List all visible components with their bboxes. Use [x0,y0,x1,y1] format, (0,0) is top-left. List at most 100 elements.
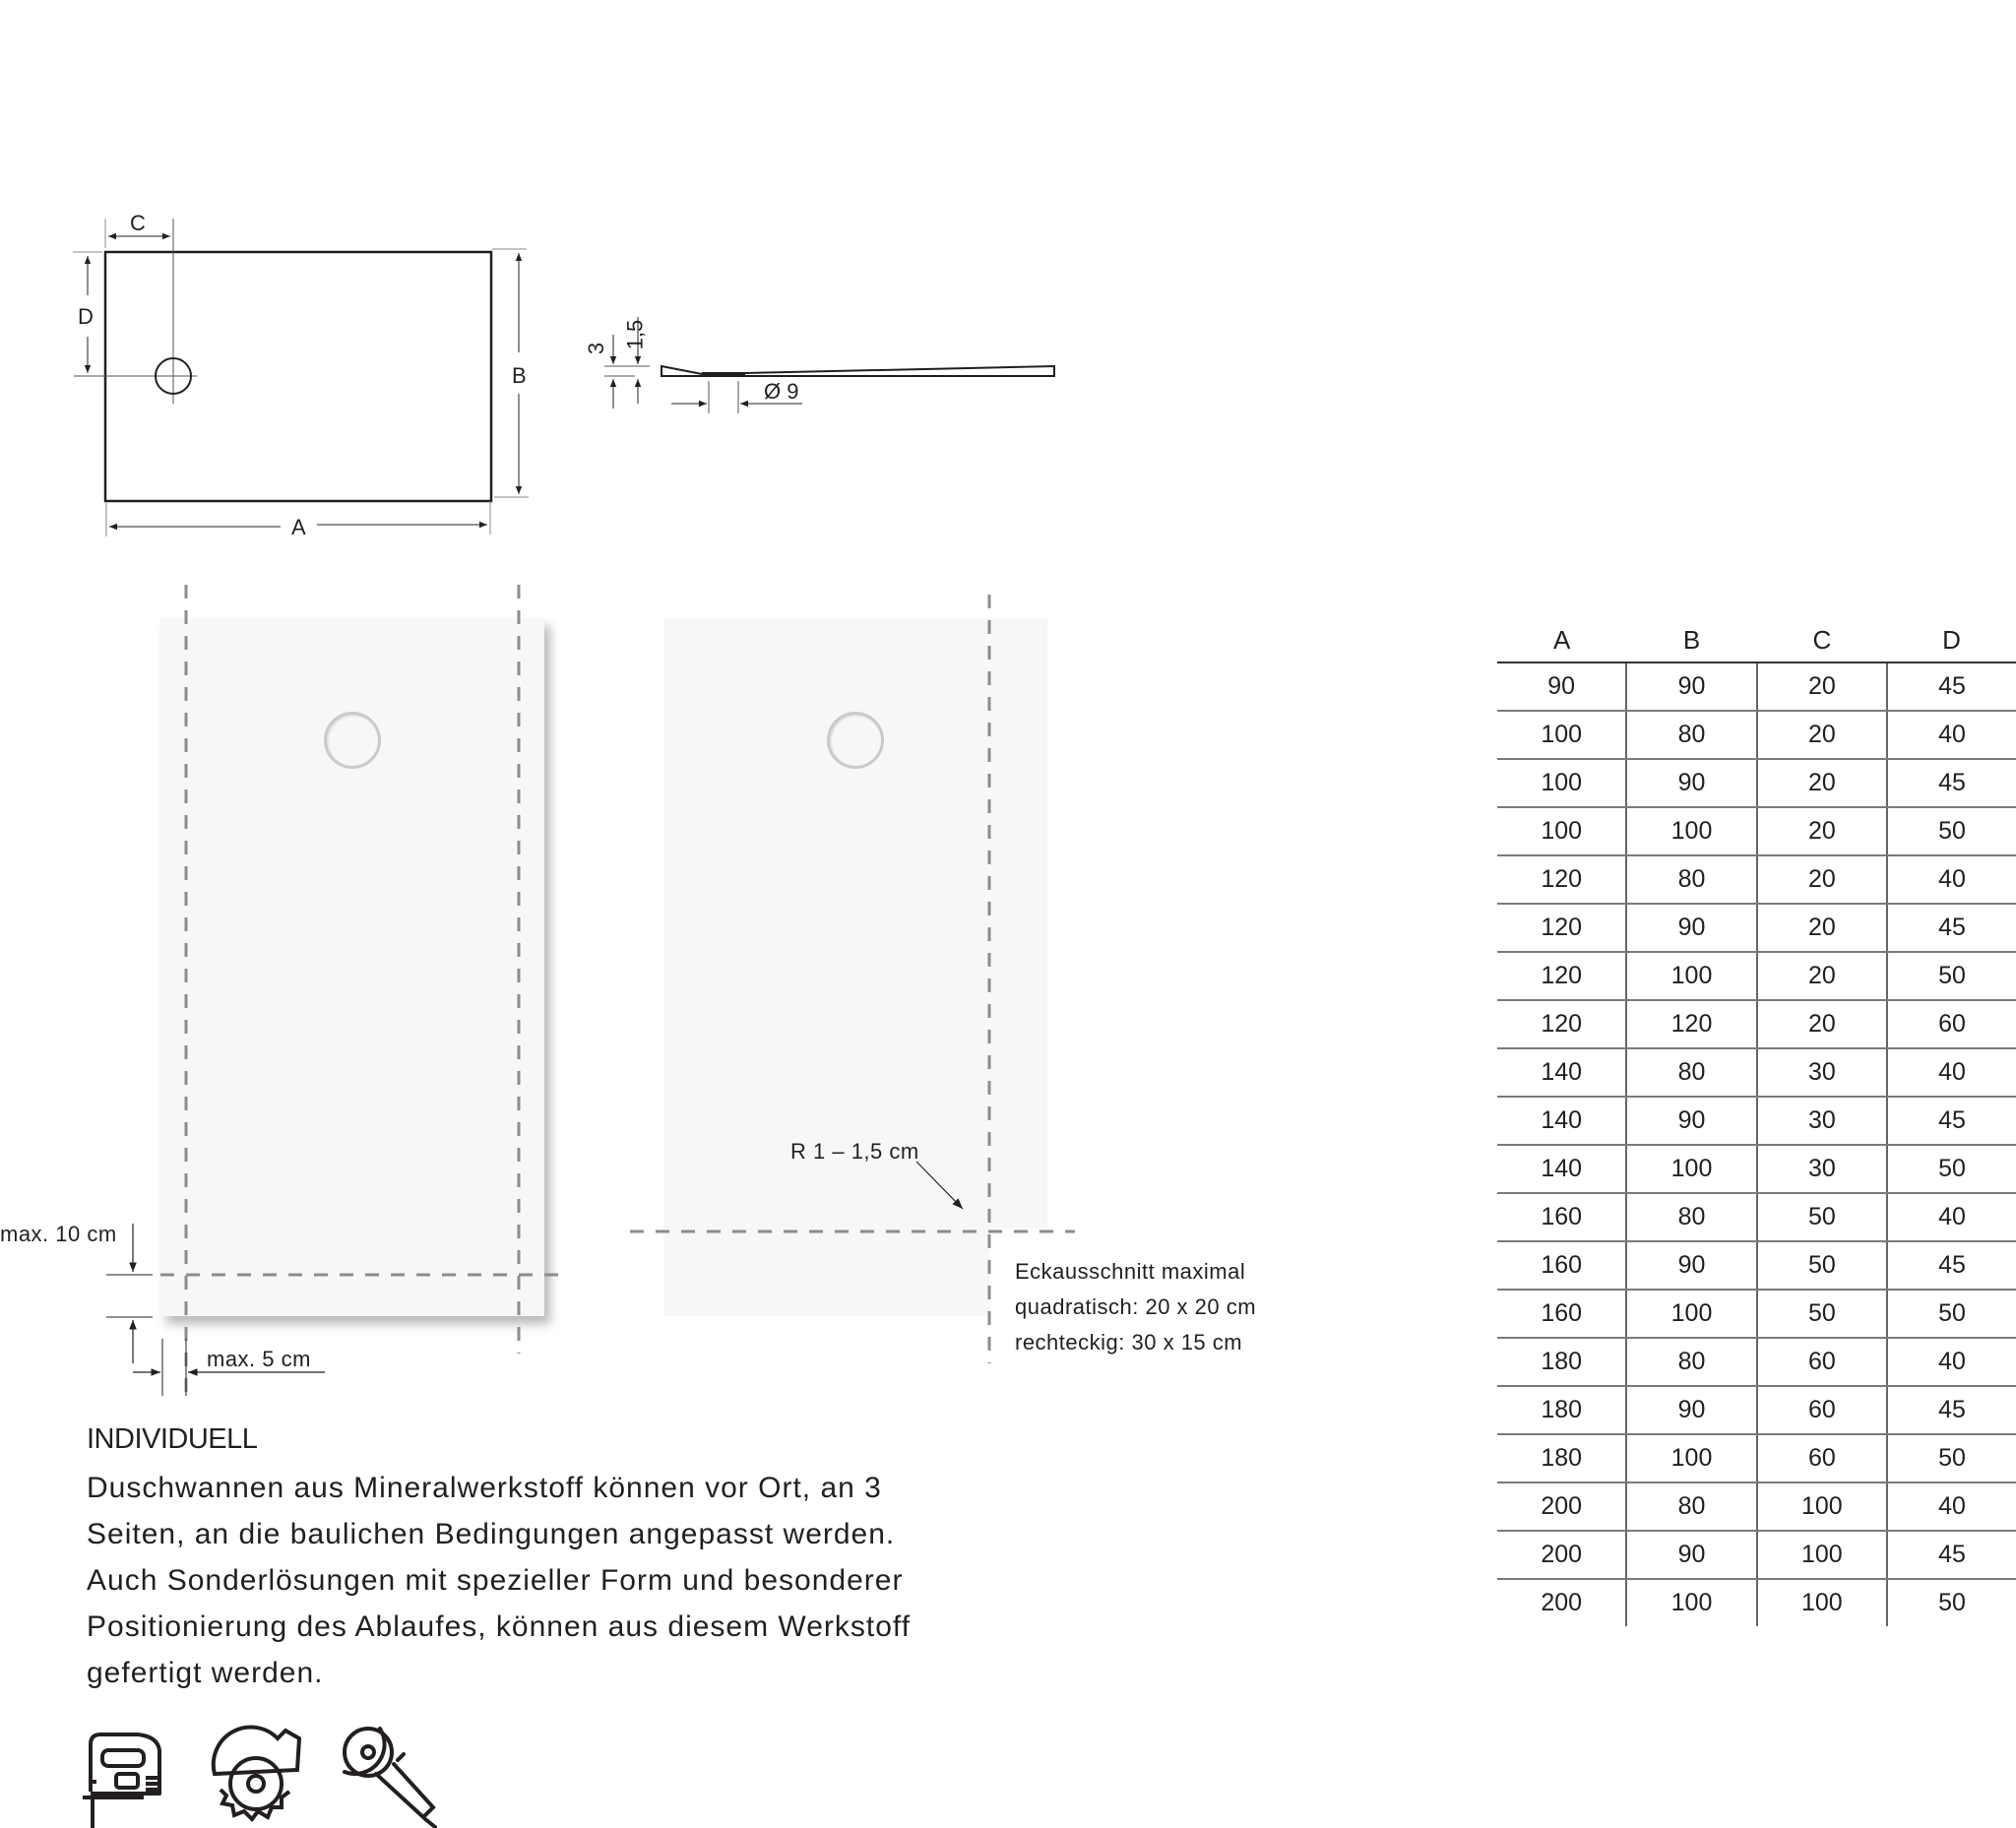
drain-icon [324,712,381,769]
table-cell: 60 [1756,1338,1889,1387]
column-header-c: C [1756,618,1888,663]
tool-icons [79,1723,472,1828]
table-cell: 20 [1756,855,1889,905]
table-cell: 100 [1626,1290,1758,1339]
panel-2-cut-lines [630,595,1075,1363]
table-cell: 40 [1887,1482,2016,1532]
corner-cut-note: Eckausschnitt maximal quadratisch: 20 x … [1015,1254,1256,1360]
table-cell: 100 [1497,759,1628,808]
column-header-a: A [1497,618,1627,663]
table-cell: 45 [1887,759,2016,808]
table-cell: 90 [1626,1097,1758,1146]
section-view-lines [604,317,1055,413]
table-cell: 20 [1756,759,1889,808]
table-cell: 50 [1887,1290,2016,1339]
table-cell: 45 [1887,1531,2016,1580]
table-cell: 40 [1887,1338,2016,1387]
table-cell: 20 [1756,1000,1889,1049]
table-cell: 120 [1497,1000,1628,1049]
section-view-drawing: 3 1,5 Ø 9 [0,0,1083,443]
table-cell: 100 [1497,807,1628,856]
table-cell: 30 [1756,1145,1889,1194]
table-cell: 200 [1497,1482,1628,1532]
table-cell: 20 [1756,711,1889,760]
table-cell: 45 [1887,1241,2016,1291]
table-cell: 120 [1497,855,1628,905]
table-cell: 180 [1497,1434,1628,1483]
circular-saw-icon [211,1725,302,1823]
table-cell: 40 [1887,1193,2016,1242]
max-side-cut-label: max. 5 cm [207,1347,311,1371]
max-bottom-cut-label: max. 10 cm [0,1222,117,1246]
table-cell: 80 [1626,1048,1758,1098]
table-cell: 200 [1497,1579,1628,1626]
dimension-label-a: A [291,515,306,539]
corner-cut-note-line2: quadratisch: 20 x 20 cm [1015,1294,1257,1319]
table-cell: 90 [1497,662,1628,712]
table-cell: 120 [1626,1000,1758,1049]
plan-view-drawing: C D B A [0,0,591,551]
table-cell: 140 [1497,1048,1628,1098]
table-cell: 20 [1756,662,1889,712]
table-cell: 90 [1626,1386,1758,1435]
plan-view-lines [73,219,529,536]
table-cell: 50 [1756,1290,1889,1339]
table-cell: 90 [1626,1531,1758,1580]
jigsaw-icon [83,1733,161,1828]
table-cell: 50 [1756,1193,1889,1242]
table-cell: 100 [1626,1145,1758,1194]
table-cell: 180 [1497,1338,1628,1387]
table-cell: 50 [1756,1241,1889,1291]
table-cell: 100 [1756,1482,1889,1532]
table-cell: 100 [1626,952,1758,1001]
table-header-row: A B C D [1497,618,2016,663]
drain-diameter-label: Ø 9 [764,379,799,404]
table-cell: 50 [1938,1589,1966,1616]
table-cell: 40 [1887,711,2016,760]
table-cell: 200 [1497,1531,1628,1580]
dimension-label-b: B [512,363,527,388]
table-cell: 80 [1626,711,1758,760]
table-cell: 80 [1626,855,1758,905]
column-header-d: D [1887,618,2016,663]
table-cell: 20 [1756,807,1889,856]
table-cell: 100 [1756,1531,1889,1580]
tray-panel-corner-cut [663,618,1047,1316]
description-paragraph: Duschwannen aus Mineralwerkstoff können … [87,1465,1032,1696]
column-header-b: B [1626,618,1757,663]
table-cell: 140 [1497,1145,1628,1194]
table-cell: 80 [1626,1482,1758,1532]
table-cell: 90 [1626,1241,1758,1291]
description-line: gefertigt werden. [87,1657,324,1689]
section-heading: INDIVIDUELL [87,1423,258,1455]
table-cell: 50 [1887,807,2016,856]
table-cell: 80 [1626,1193,1758,1242]
dimension-label-d: D [78,304,94,329]
table-cell: 50 [1887,1434,2016,1483]
table-cell: 60 [1756,1386,1889,1435]
angle-grinder-icon [343,1727,437,1828]
table-cell: 50 [1887,952,2016,1001]
dimension-label-c: C [130,211,146,235]
table-cell: 40 [1887,1048,2016,1098]
table-cell: 45 [1887,904,2016,953]
